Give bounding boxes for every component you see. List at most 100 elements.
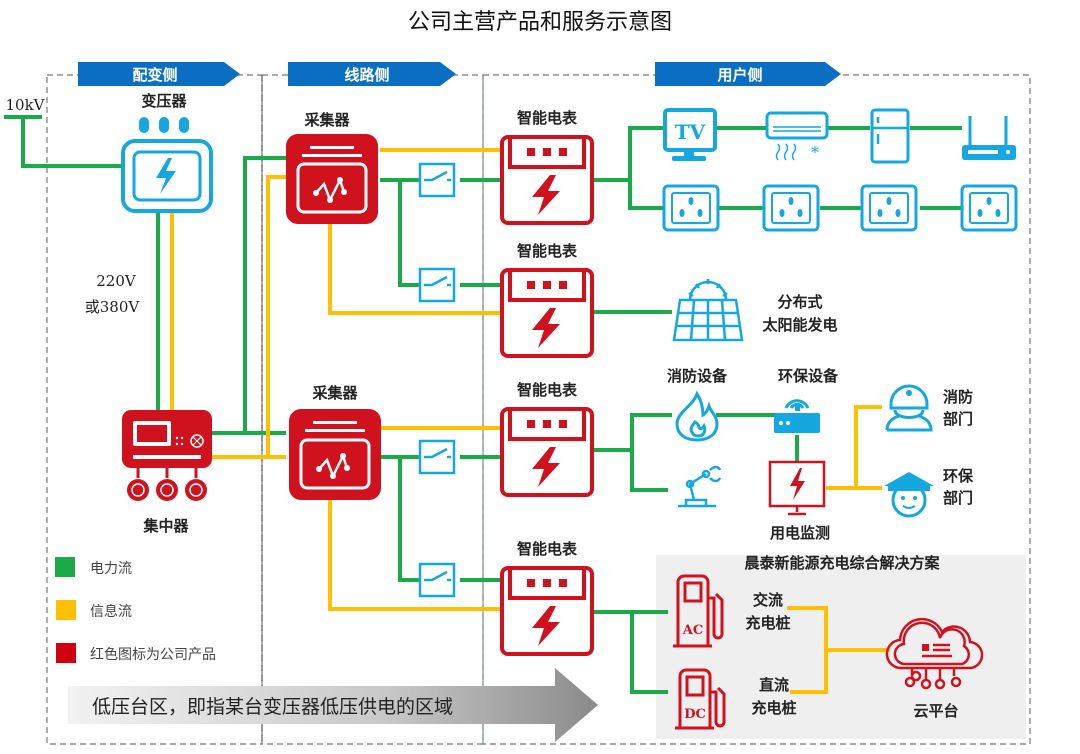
robot-arm[interactable] <box>678 465 722 508</box>
voltage-in-label: 10kV <box>5 96 45 114</box>
router[interactable] <box>962 116 1016 160</box>
legend-swatch <box>56 643 76 663</box>
collector-icon <box>286 134 378 224</box>
smart-meter-label: 智能电表 <box>517 242 578 260</box>
tv-label: TV <box>675 120 706 144</box>
ac-pile-label-1: 交流 <box>753 591 783 609</box>
banner-line: 线路侧 <box>288 62 456 86</box>
voltage-out-label-1: 220V <box>96 272 137 290</box>
power-flow-lines <box>4 115 962 694</box>
transformer-icon <box>121 117 213 213</box>
legend-label: 电力流 <box>90 561 132 577</box>
svg-text:*: * <box>811 143 819 162</box>
switch-icon <box>418 162 456 198</box>
smart-meter[interactable]: 智能电表 <box>500 109 594 225</box>
robot-arm-icon <box>678 465 722 508</box>
collector-top-label: 采集器 <box>303 111 350 129</box>
cloud-label: 云平台 <box>913 702 958 720</box>
dc-tag: DC <box>684 707 706 722</box>
voltage-out-label-2: 或380V <box>85 298 141 316</box>
legend-label: 红色图标为公司产品 <box>90 646 216 663</box>
switch-icon <box>418 562 456 598</box>
tv[interactable]: TV <box>663 108 717 161</box>
smart-meter-icon <box>500 407 594 497</box>
charging-pile-icon: AC <box>673 574 724 648</box>
legend-swatch <box>55 557 75 577</box>
tv-icon: TV <box>663 108 717 161</box>
collector-bottom-label: 采集器 <box>311 384 358 402</box>
dc-pile-label-2: 充电桩 <box>751 699 796 717</box>
smart-meter[interactable]: 智能电表 <box>500 540 594 656</box>
smart-meter-label: 智能电表 <box>517 381 578 399</box>
fire-department-label-2: 部门 <box>943 410 973 428</box>
router-icon <box>962 116 1016 160</box>
fire-department[interactable]: 消防 部门 <box>885 384 973 432</box>
cloud-platform[interactable]: 云平台 <box>885 617 984 720</box>
socket-icon <box>762 184 820 232</box>
switch-icon <box>418 267 456 303</box>
banner-distribution: 配变侧 <box>78 62 240 86</box>
ac-charging-pile[interactable]: AC 交流 充电桩 <box>673 574 791 648</box>
env-department[interactable]: 环保 部门 <box>884 467 974 518</box>
banner-line-label: 线路侧 <box>344 66 389 84</box>
smart-meter-icon <box>500 268 594 358</box>
concentrator-icon <box>122 410 212 501</box>
legend-item-info: 信息流 <box>56 600 132 620</box>
power-monitor[interactable]: 用电监测 <box>768 460 830 542</box>
dc-charging-pile[interactable]: DC 直流 充电桩 <box>675 668 797 730</box>
fire-department-label-1: 消防 <box>943 388 973 406</box>
legend-swatch <box>56 600 76 620</box>
smart-meter[interactable]: 智能电表 <box>500 242 594 358</box>
solar-label-1: 分布式 <box>777 293 822 311</box>
refrigerator[interactable] <box>870 108 910 164</box>
collector-icon <box>289 409 381 500</box>
env-department-label-1: 环保 <box>943 467 974 485</box>
socket-icon <box>860 184 918 232</box>
fire-equipment[interactable] <box>675 390 719 442</box>
switch-icon <box>418 439 456 475</box>
air-conditioner-icon: * <box>765 111 829 162</box>
solar-panel-icon <box>672 279 744 342</box>
info-flow-lines <box>170 148 890 694</box>
env-department-label-2: 部门 <box>943 489 973 507</box>
fire-equipment-label: 消防设备 <box>667 367 728 385</box>
smart-meter-icon <box>500 566 594 656</box>
dc-pile-label-1: 直流 <box>759 676 789 694</box>
collector-bottom[interactable]: 采集器 <box>289 384 381 500</box>
air-conditioner[interactable]: * <box>765 111 829 162</box>
solar-panel[interactable]: 分布式 太阳能发电 <box>672 279 838 342</box>
socket-icon <box>662 184 720 232</box>
env-equipment[interactable] <box>774 399 820 433</box>
smart-meter-label: 智能电表 <box>517 109 578 127</box>
banner-user-label: 用户侧 <box>717 66 762 84</box>
transformer[interactable]: 变压器 <box>121 92 213 213</box>
socket[interactable] <box>860 184 918 232</box>
banner-user: 用户侧 <box>655 62 841 86</box>
socket[interactable] <box>960 184 1018 232</box>
wireless-sensor-icon <box>774 399 820 433</box>
diagram-title: 公司主营产品和服务示意图 <box>407 10 672 35</box>
solar-label-2: 太阳能发电 <box>762 316 837 334</box>
officer-icon <box>884 472 934 518</box>
legend-label: 信息流 <box>90 603 132 620</box>
legend: 电力流 信息流 红色图标为公司产品 <box>55 557 216 663</box>
area-arrow: 低压台区，即指某台变压器低压供电的区域 <box>68 668 598 742</box>
ac-tag: AC <box>682 623 703 638</box>
socket[interactable] <box>662 184 720 232</box>
refrigerator-icon <box>870 108 910 164</box>
collector-top[interactable]: 采集器 <box>286 111 378 224</box>
legend-item-power: 电力流 <box>55 557 132 577</box>
concentrator[interactable]: 集中器 <box>122 410 212 535</box>
charging-pile-icon: DC <box>675 668 726 730</box>
socket[interactable] <box>762 184 820 232</box>
smart-meter-label: 智能电表 <box>517 540 578 558</box>
firefighter-icon <box>885 384 933 432</box>
env-equipment-label: 环保设备 <box>778 367 839 385</box>
charging-solution-label: 晨泰新能源充电综合解决方案 <box>744 554 940 572</box>
flame-icon <box>675 390 719 442</box>
smart-meter[interactable]: 智能电表 <box>500 381 594 497</box>
banner-distribution-label: 配变侧 <box>132 66 177 84</box>
power-monitor-label: 用电监测 <box>770 524 830 542</box>
transformer-label: 变压器 <box>141 92 187 110</box>
